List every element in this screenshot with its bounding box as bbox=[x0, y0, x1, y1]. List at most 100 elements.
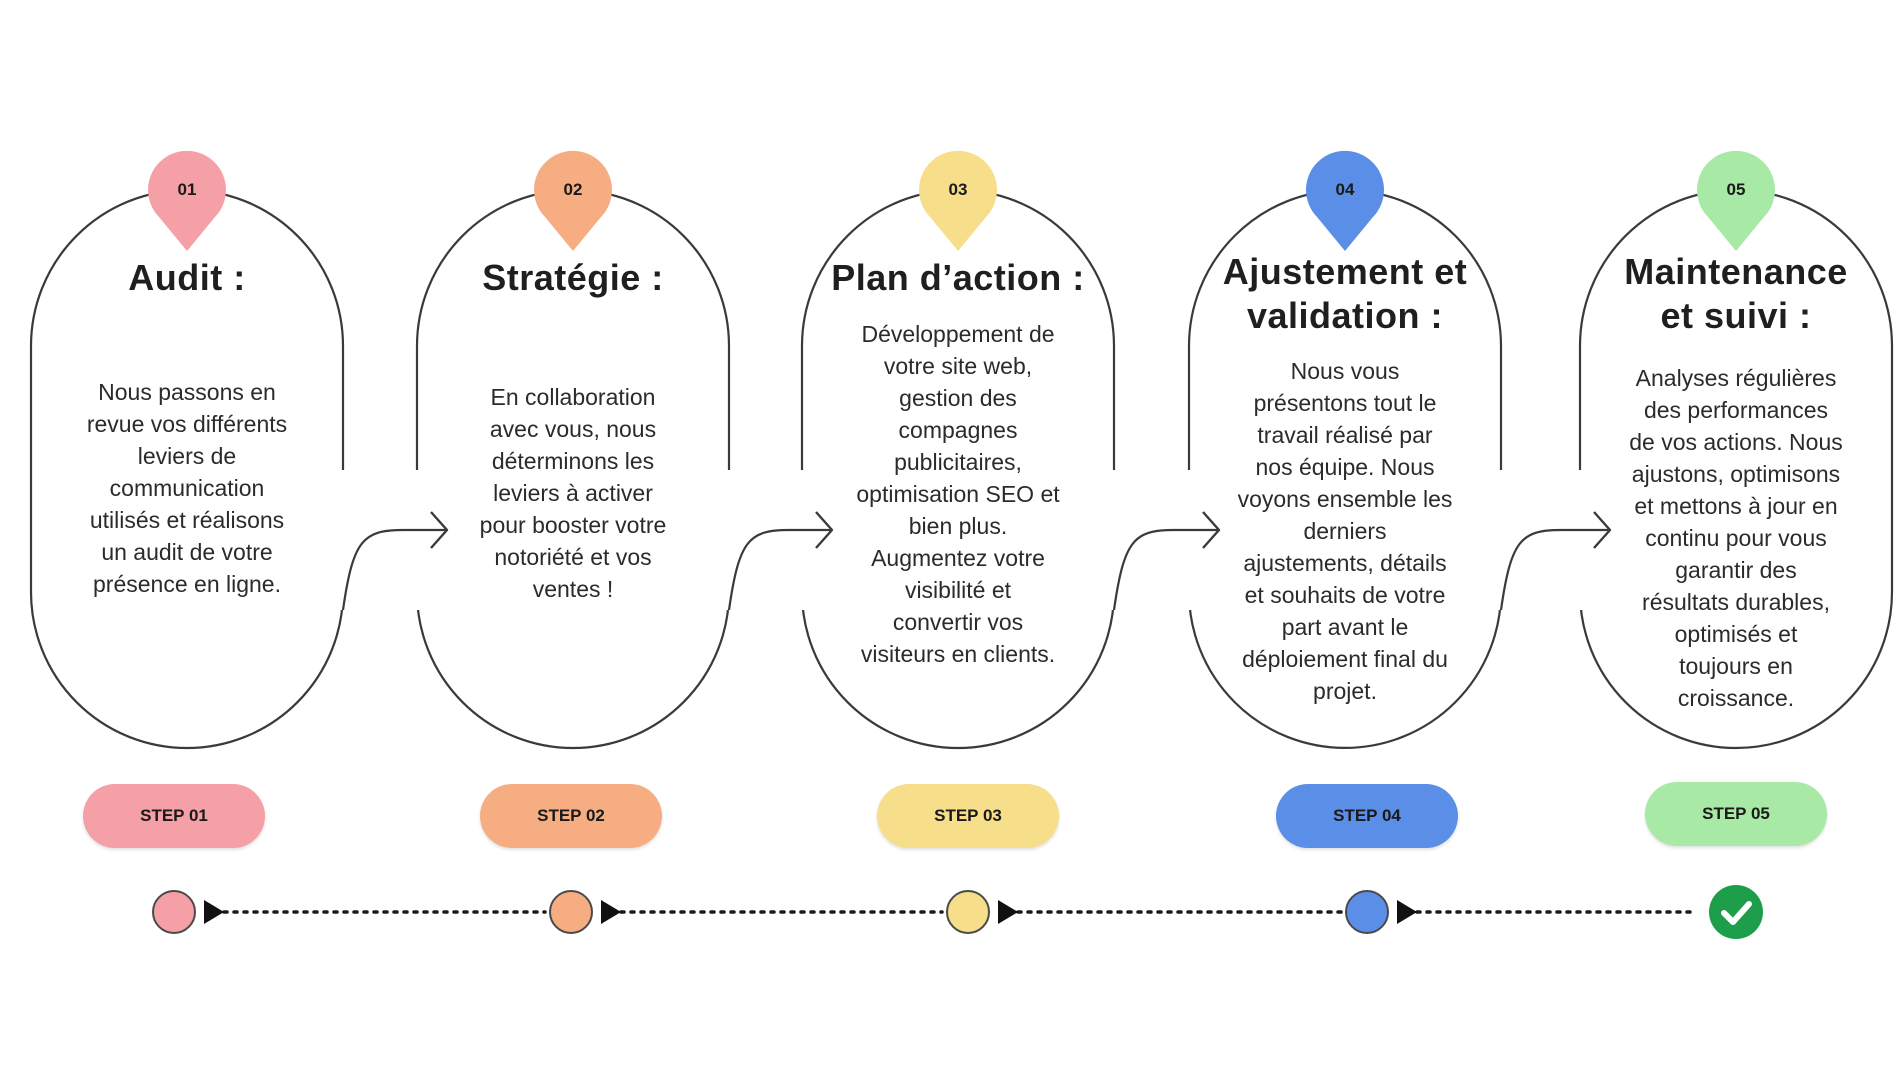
step-description-line: un audit de votre bbox=[101, 539, 273, 565]
step-description-line: présence en ligne. bbox=[93, 571, 281, 597]
arrow-head-icon bbox=[1202, 511, 1221, 549]
play-arrow-icon bbox=[601, 900, 621, 924]
connector-arrow-2 bbox=[727, 528, 832, 611]
step-description-line: travail réalisé par bbox=[1257, 422, 1433, 448]
timeline-dot bbox=[1345, 890, 1389, 934]
step-description-line: et mettons à jour en bbox=[1634, 493, 1838, 519]
step-description-line: présentons tout le bbox=[1253, 390, 1437, 416]
connector-arrow-4 bbox=[1499, 528, 1610, 611]
step-description-line: voyons ensemble les bbox=[1237, 486, 1453, 512]
arrow-head-icon bbox=[1593, 511, 1612, 549]
play-arrow-icon bbox=[998, 900, 1018, 924]
step-title-line: Audit : bbox=[128, 257, 246, 298]
step-description-line: et souhaits de votre bbox=[1244, 582, 1446, 608]
step-badge: STEP 04 bbox=[1276, 784, 1458, 848]
step-description-line: gestion des bbox=[899, 385, 1017, 411]
timeline-dot bbox=[946, 890, 990, 934]
connector-gap bbox=[1495, 470, 1507, 610]
step-description: En collaboration avec vous, nous détermino… bbox=[438, 381, 708, 605]
step-description-line: En collaboration bbox=[490, 384, 656, 410]
arrow-head-icon bbox=[815, 511, 834, 549]
step-description-line: Augmentez votre bbox=[871, 545, 1045, 571]
step-description-line: publicitaires, bbox=[894, 449, 1022, 475]
step-title-line: Ajustement et bbox=[1222, 251, 1468, 292]
step-number: 05 bbox=[1726, 180, 1746, 199]
step-title-line: et suivi : bbox=[1660, 295, 1812, 336]
step-description: Nous passons en revue vos différents levie… bbox=[52, 376, 322, 600]
connector-gap bbox=[1108, 470, 1120, 610]
step-description-line: utilisés et réalisons bbox=[89, 507, 285, 533]
step-title: Stratégie : bbox=[423, 256, 723, 300]
step-description-line: Analyses régulières bbox=[1635, 365, 1837, 391]
step-description-line: Développement de bbox=[861, 321, 1055, 347]
map-pin-icon bbox=[1697, 150, 1775, 251]
step-description-line: des performances bbox=[1643, 397, 1829, 423]
map-pin-icon bbox=[148, 150, 227, 251]
timeline-dot bbox=[152, 890, 196, 934]
check-icon bbox=[1709, 885, 1763, 939]
step-description-line: croissance. bbox=[1677, 685, 1795, 711]
step-title-line: Stratégie : bbox=[482, 257, 664, 298]
step-badge: STEP 02 bbox=[480, 784, 662, 848]
step-description-line: derniers bbox=[1303, 518, 1387, 544]
step-description-line: part avant le bbox=[1281, 614, 1409, 640]
step-description: Analyses régulières des performances de vo… bbox=[1601, 362, 1871, 714]
step-description-line: bien plus. bbox=[908, 513, 1008, 539]
step-title: Plan d’action : bbox=[808, 256, 1108, 300]
step-description-line: résultats durables, bbox=[1642, 589, 1830, 615]
step-title: Audit : bbox=[37, 256, 337, 300]
step-badge: STEP 05 bbox=[1645, 782, 1827, 846]
step-description-line: continu pour vous bbox=[1645, 525, 1827, 551]
step-badge: STEP 01 bbox=[83, 784, 265, 848]
step-description-line: optimisés et bbox=[1674, 621, 1798, 647]
step-description-line: de vos actions. Nous bbox=[1629, 429, 1843, 455]
step-description-line: visiteurs en clients. bbox=[860, 641, 1056, 667]
step-number: 01 bbox=[177, 180, 197, 199]
play-arrow-icon bbox=[204, 900, 224, 924]
step-description-line: leviers de bbox=[137, 443, 237, 469]
step-description-line: garantir des bbox=[1675, 557, 1797, 583]
step-description-line: projet. bbox=[1313, 678, 1377, 704]
step-description-line: optimisation SEO et bbox=[856, 481, 1060, 507]
step-description-line: revue vos différents bbox=[86, 411, 288, 437]
map-pin-icon bbox=[918, 150, 997, 251]
step-title-line: Plan d’action : bbox=[831, 257, 1085, 298]
step-description-line: déterminons les bbox=[491, 448, 655, 474]
step-description-line: convertir vos bbox=[892, 609, 1024, 635]
step-description-line: nos équipe. Nous bbox=[1255, 454, 1435, 480]
step-title-line: validation : bbox=[1246, 295, 1444, 336]
timeline-dot bbox=[549, 890, 593, 934]
arrow-head-icon bbox=[430, 511, 449, 549]
step-number: 03 bbox=[948, 180, 968, 199]
step-description-line: Nous passons en bbox=[98, 379, 276, 405]
map-pin-icon bbox=[1306, 150, 1385, 251]
step-description-line: ajustements, détails bbox=[1243, 550, 1447, 576]
step-description: Nous vous présentons tout le travail réali… bbox=[1210, 355, 1480, 707]
connector-gap bbox=[723, 470, 735, 610]
step-badge: STEP 03 bbox=[877, 784, 1059, 848]
step-description-line: ventes ! bbox=[532, 576, 614, 602]
step-description: Développement de votre site web, gestion d… bbox=[823, 318, 1093, 670]
step-description-line: leviers à activer bbox=[493, 480, 653, 506]
step-description-line: notoriété et vos bbox=[494, 544, 652, 570]
connector-gap bbox=[796, 470, 808, 610]
step-description-line: votre site web, bbox=[883, 353, 1033, 379]
step-description-line: Nous vous bbox=[1290, 358, 1400, 384]
step-description-line: communication bbox=[109, 475, 265, 501]
step-description-line: toujours en bbox=[1679, 653, 1793, 679]
map-pin-icon bbox=[534, 150, 613, 251]
step-description-line: ajustons, optimisons bbox=[1631, 461, 1841, 487]
step-title-line: Maintenance bbox=[1624, 251, 1848, 292]
check-mark bbox=[1721, 901, 1752, 925]
connector-arrow-1 bbox=[341, 528, 447, 611]
step-number: 02 bbox=[563, 180, 583, 199]
step-description-line: avec vous, nous bbox=[489, 416, 657, 442]
step-number: 04 bbox=[1335, 180, 1355, 199]
connector-gap bbox=[1574, 470, 1586, 610]
play-arrow-icon bbox=[1397, 900, 1417, 924]
step-description-line: visibilité et bbox=[904, 577, 1012, 603]
connector-gap bbox=[337, 470, 349, 610]
